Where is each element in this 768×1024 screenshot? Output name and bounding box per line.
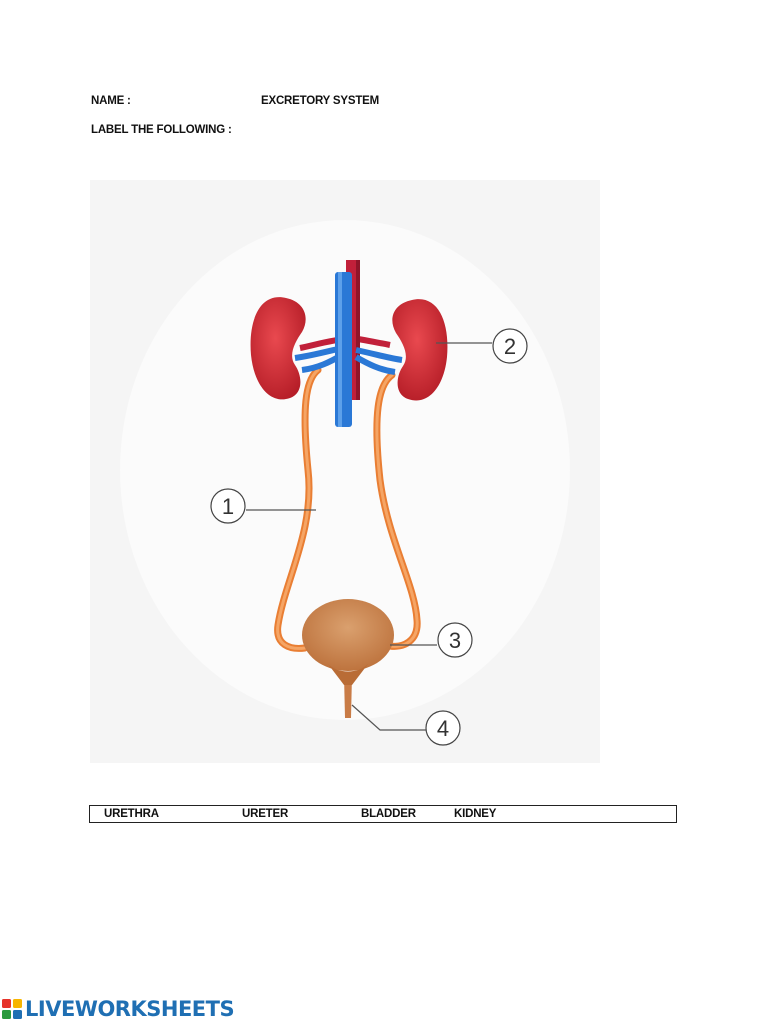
excretory-system-diagram: 1 2 3 4	[90, 180, 600, 763]
callout-1-number: 1	[222, 494, 234, 519]
right-ureter-highlight	[375, 373, 419, 648]
callout-1: 1	[210, 488, 246, 524]
callout-2-number: 2	[504, 334, 516, 359]
instruction-text: LABEL THE FOLLOWING :	[91, 124, 232, 136]
right-kidney	[392, 299, 448, 401]
liveworksheets-logo: LIVEWORKSHEETS	[2, 996, 235, 1022]
word-bank-item[interactable]: URETER	[242, 808, 289, 820]
vena-cava	[335, 272, 352, 427]
word-bank-item[interactable]: URETHRA	[104, 808, 159, 820]
worksheet-title: EXCRETORY SYSTEM	[261, 95, 380, 107]
name-label: NAME :	[91, 95, 131, 107]
callout-3-number: 3	[449, 628, 461, 653]
word-bank: URETHRA URETER BLADDER KIDNEY	[89, 805, 677, 823]
urethra	[344, 675, 352, 718]
brand-name: LIVEWORKSHEETS	[25, 997, 235, 1021]
vena-cava-highlight	[338, 272, 342, 427]
bladder	[302, 599, 394, 671]
callout-4: 4	[425, 710, 461, 746]
background-circle	[120, 220, 570, 720]
right-renal-vein	[354, 347, 403, 375]
callout-2: 2	[492, 328, 528, 364]
callout-3: 3	[437, 622, 473, 658]
liveworksheets-icon	[2, 999, 22, 1019]
left-ureter-highlight	[276, 368, 320, 650]
aorta-shade	[356, 260, 360, 400]
left-kidney	[250, 297, 306, 400]
bladder-neck	[328, 664, 368, 685]
word-bank-item[interactable]: KIDNEY	[454, 808, 497, 820]
callout-4-number: 4	[437, 716, 449, 741]
word-bank-item[interactable]: BLADDER	[361, 808, 416, 820]
callout-4-line	[351, 704, 426, 731]
